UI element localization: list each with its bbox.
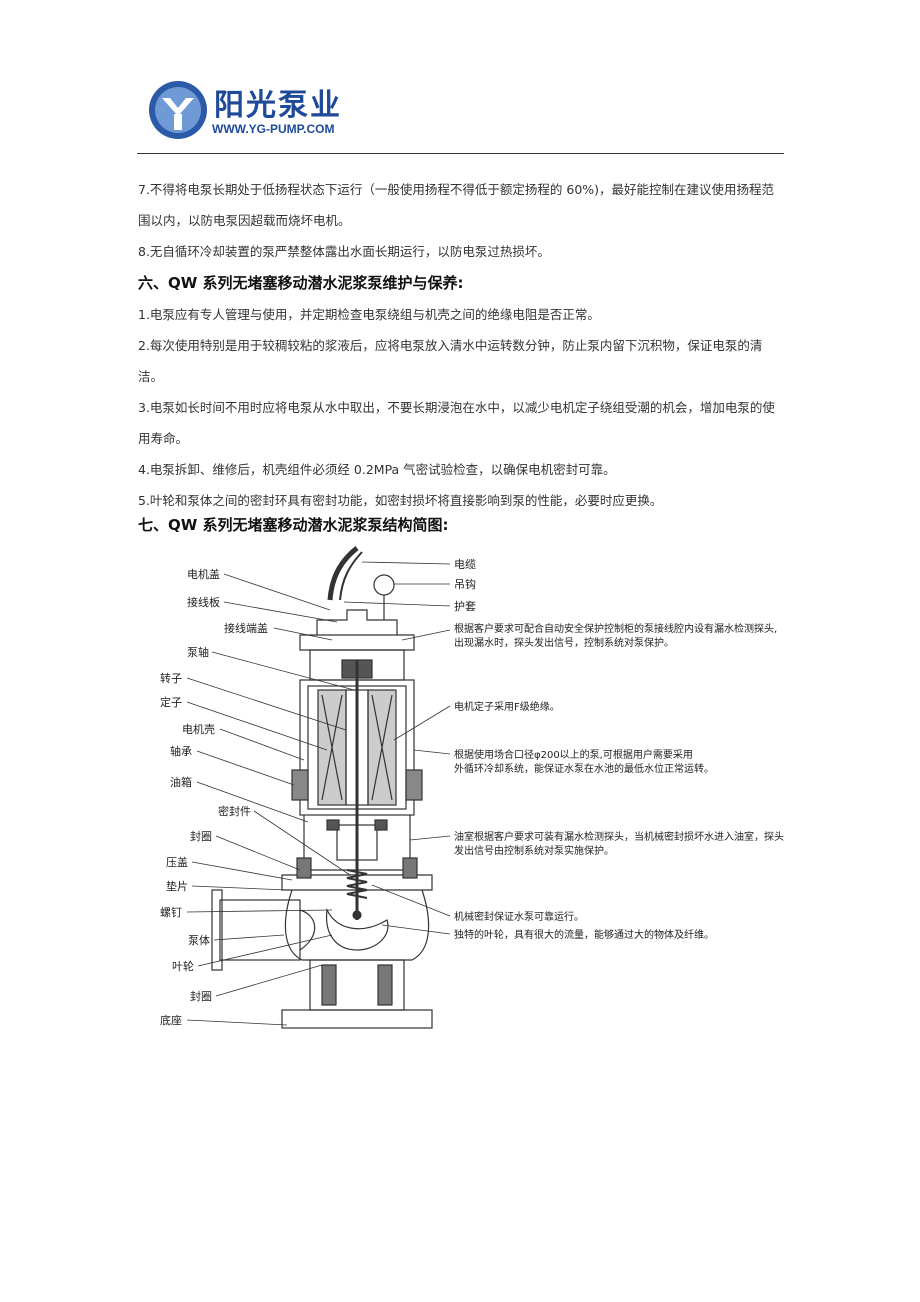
- label-pump-shaft: 泵轴: [187, 645, 209, 659]
- label-bearing: 轴承: [170, 744, 192, 758]
- label-seal-ring: 封圈: [190, 829, 212, 843]
- label-cable: 电缆: [454, 558, 476, 571]
- section-6-item-3: 3.电泵如长时间不用时应将电泵从水中取出，不要长期浸泡在水中，以减少电机定子绕组…: [138, 400, 775, 446]
- annotation-4-line-2: 发出信号由控制系统对泵实施保护。: [454, 844, 614, 857]
- section-6-item-4: 4.电泵拆卸、维修后，机壳组件必须经 0.2MPa 气密试验检查，以确保电机密封…: [138, 462, 616, 477]
- header-divider: [137, 153, 784, 154]
- label-gasket: 垫片: [166, 879, 188, 893]
- annotations: 根据客户要求可配合自动安全保护控制柜的泵接线腔内设有漏水检测探头, 出现漏水时，…: [371, 622, 784, 941]
- paragraph-7: 7.不得将电泵长期处于低扬程状态下运行（一般使用扬程不得低于额定扬程的 60%)…: [138, 182, 775, 228]
- brand-url: WWW.YG-PUMP.COM: [212, 122, 335, 136]
- label-motor-housing: 电机壳: [182, 722, 215, 736]
- section-6-title: 六、QW 系列无堵塞移动潜水泥浆泵维护与保养:: [138, 274, 464, 292]
- right-labels: 电缆 吊钩 护套: [343, 558, 476, 613]
- annotation-2-line-1: 电机定子采用F级绝缘。: [454, 700, 560, 713]
- annotation-1-line-2: 出现漏水时，探头发出信号，控制系统对泵保护。: [454, 636, 674, 649]
- left-labels: 电机盖 接线板 接线端盖 泵轴 转子 定子 电机壳 轴承 油箱 密封件 封圈 压…: [160, 567, 355, 1027]
- label-terminal-cover: 接线端盖: [224, 621, 268, 635]
- pump-drawing: [211, 546, 433, 1029]
- label-terminal-board: 接线板: [187, 595, 220, 609]
- label-oil-tank: 油箱: [170, 775, 192, 789]
- annotation-5-line-2: 独特的叶轮，具有很大的流量，能够通过大的物体及纤维。: [454, 928, 714, 941]
- label-rotor: 转子: [160, 671, 182, 685]
- company-logo: [149, 81, 207, 139]
- annotation-4-line-1: 油室根据客户要求可装有漏水检测探头，当机械密封损坏水进入油室，探头: [454, 830, 784, 843]
- label-base: 底座: [160, 1013, 182, 1027]
- section-6-item-5: 5.叶轮和泵体之间的密封环具有密封功能，如密封损坏将直接影响到泵的性能，必要时应…: [138, 493, 663, 508]
- annotation-3-line-1: 根据使用场合口径φ200以上的泵,可根据用户需要采用: [454, 748, 693, 761]
- section-6-item-1: 1.电泵应有专人管理与使用，并定期检查电泵绕组与机壳之间的绝缘电阻是否正常。: [138, 307, 600, 322]
- label-screw: 螺钉: [160, 906, 182, 919]
- annotation-5-line-1: 机械密封保证水泵可靠运行。: [454, 910, 584, 923]
- label-seal-ring-2: 封圈: [190, 989, 212, 1003]
- paragraph-8: 8.无自循环冷却装置的泵严禁整体露出水面长期运行，以防电泵过热损坏。: [138, 244, 550, 259]
- label-motor-cover: 电机盖: [187, 567, 220, 581]
- section-6-item-2: 2.每次使用特别是用于较稠较粘的浆液后，应将电泵放入清水中运转数分钟，防止泵内留…: [138, 338, 763, 384]
- brand-name: 阳光泵业: [214, 88, 342, 123]
- label-sheath: 护套: [454, 599, 476, 613]
- label-impeller: 叶轮: [172, 959, 194, 973]
- label-pump-body: 泵体: [188, 933, 210, 947]
- pump-structure-diagram: 电机盖 接线板 接线端盖 泵轴 转子 定子 电机壳 轴承 油箱 密封件 封圈 压…: [160, 546, 784, 1029]
- annotation-1-line-1: 根据客户要求可配合自动安全保护控制柜的泵接线腔内设有漏水检测探头,: [454, 622, 777, 635]
- label-stator: 定子: [160, 695, 182, 709]
- label-hook: 吊钩: [454, 577, 476, 591]
- label-gland: 压盖: [166, 855, 188, 869]
- annotation-3-line-2: 外循环冷却系统，能保证水泵在水池的最低水位正常运转。: [454, 762, 714, 775]
- label-seal: 密封件: [218, 804, 251, 818]
- section-7-title: 七、QW 系列无堵塞移动潜水泥浆泵结构简图:: [138, 516, 449, 534]
